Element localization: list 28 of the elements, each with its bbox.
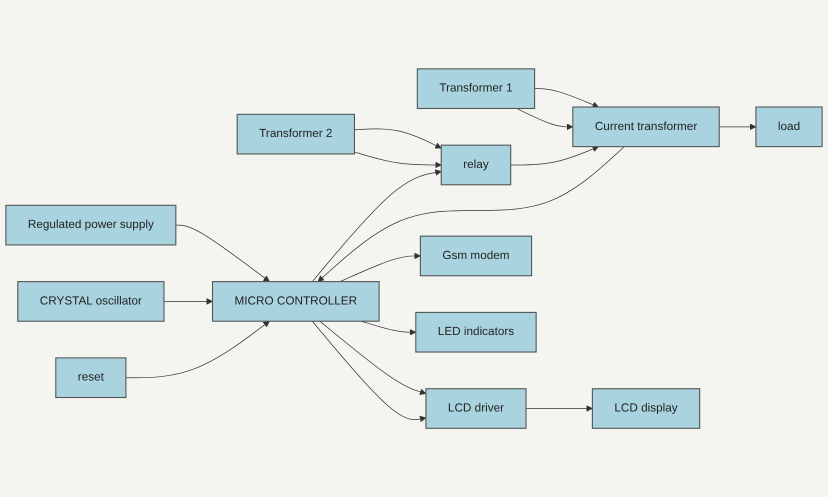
arrow [526, 405, 593, 412]
arrow [534, 88, 599, 108]
arrow [318, 146, 625, 282]
node-box: Transformer 2 [236, 114, 355, 154]
node-box: Regulated power supply [5, 204, 176, 246]
arrow [312, 169, 442, 282]
node-box: Transformer 1 [416, 68, 536, 109]
node-box: reset [55, 357, 126, 398]
arrow [354, 128, 442, 148]
arrow [312, 320, 426, 422]
arrow [175, 224, 270, 282]
arrow [354, 151, 442, 168]
arrow [126, 320, 270, 378]
node-box: LCD driver [425, 388, 527, 429]
arrow [718, 124, 756, 130]
arrow [516, 108, 574, 130]
node-box: CRYSTAL oscillator [17, 280, 165, 322]
arrow [340, 252, 421, 282]
node-box: LCD display [592, 388, 700, 429]
arrow [164, 298, 213, 305]
node-box: MICRO CONTROLLER [212, 280, 380, 322]
node-box: relay [440, 144, 512, 186]
arrow [510, 146, 599, 166]
arrow [320, 320, 426, 395]
node-box: Gsm modem [420, 235, 532, 276]
node-box: load [755, 106, 823, 148]
node-box: LED indicators [415, 312, 537, 352]
node-box: Current transformer [572, 106, 720, 148]
